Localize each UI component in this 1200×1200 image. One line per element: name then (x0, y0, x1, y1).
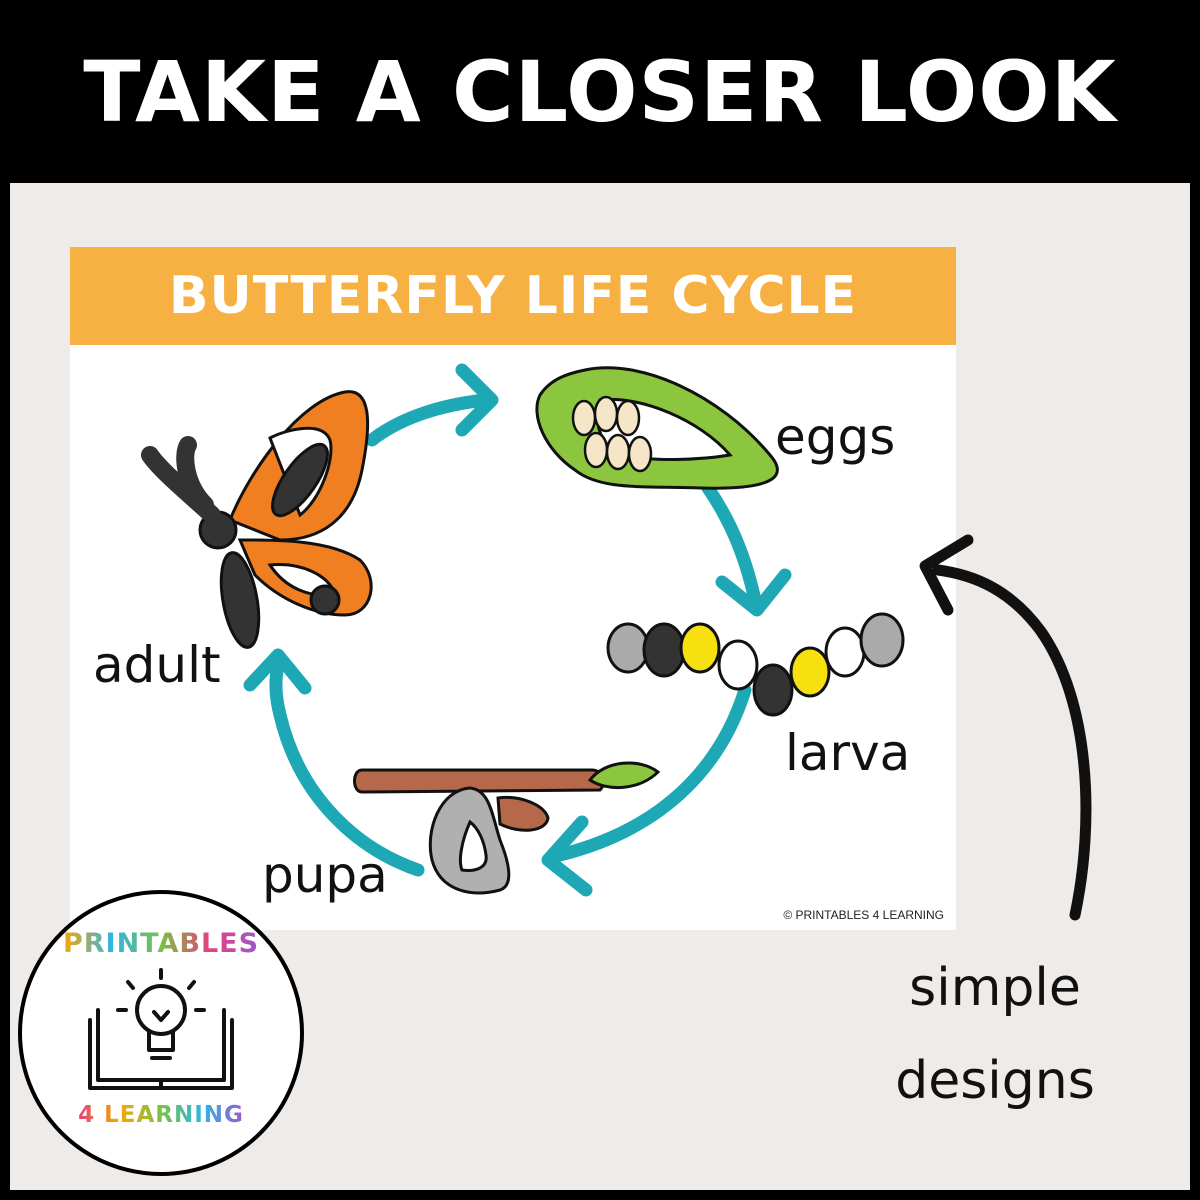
arrow-adult-to-eggs (365, 393, 492, 447)
arrow-larva-to-pupa-head (541, 815, 593, 897)
brand-logo: PRINTABLES 4 LEARNING (18, 890, 304, 1176)
arrow-pupa-to-adult (269, 658, 425, 877)
note-line-2: designs (895, 1051, 1095, 1111)
copyright-text: © PRINTABLES 4 LEARNING (783, 908, 944, 922)
egg-leaf-icon (535, 366, 779, 490)
logo-top-text: PRINTABLES (22, 928, 300, 959)
logo-bottom-text: 4 LEARNING (22, 1102, 300, 1128)
label-pupa: pupa (262, 846, 388, 904)
label-larva: larva (785, 724, 911, 782)
arrow-eggs-to-larva (701, 481, 762, 607)
butterfly-icon (141, 390, 373, 649)
caterpillar-icon (606, 612, 905, 717)
header-title: TAKE A CLOSER LOOK (83, 42, 1117, 141)
lightbulb-book-icon (88, 968, 234, 1090)
curved-arrow-icon (919, 534, 1092, 921)
label-eggs: eggs (775, 408, 896, 466)
cycle-arrows (243, 363, 792, 897)
worksheet-banner: BUTTERFLY LIFE CYCLE (70, 247, 956, 345)
label-adult: adult (93, 636, 221, 694)
header-bar: TAKE A CLOSER LOOK (0, 0, 1200, 183)
logo-top-label: PRINTABLES (62, 928, 260, 959)
arrow-adult-to-eggs-head (455, 363, 499, 437)
worksheet-card: BUTTERFLY LIFE CYCLE © PRINTABLES 4 LEAR… (70, 247, 956, 930)
arrow-pupa-to-adult-head (243, 648, 312, 695)
note-line-1: simple (909, 958, 1081, 1018)
chrysalis-icon (353, 761, 661, 895)
arrow-larva-to-pupa (553, 683, 752, 862)
worksheet-title: BUTTERFLY LIFE CYCLE (168, 266, 858, 326)
arrow-eggs-to-larva-head (715, 568, 792, 617)
logo-bottom-label: 4 LEARNING (78, 1102, 244, 1128)
